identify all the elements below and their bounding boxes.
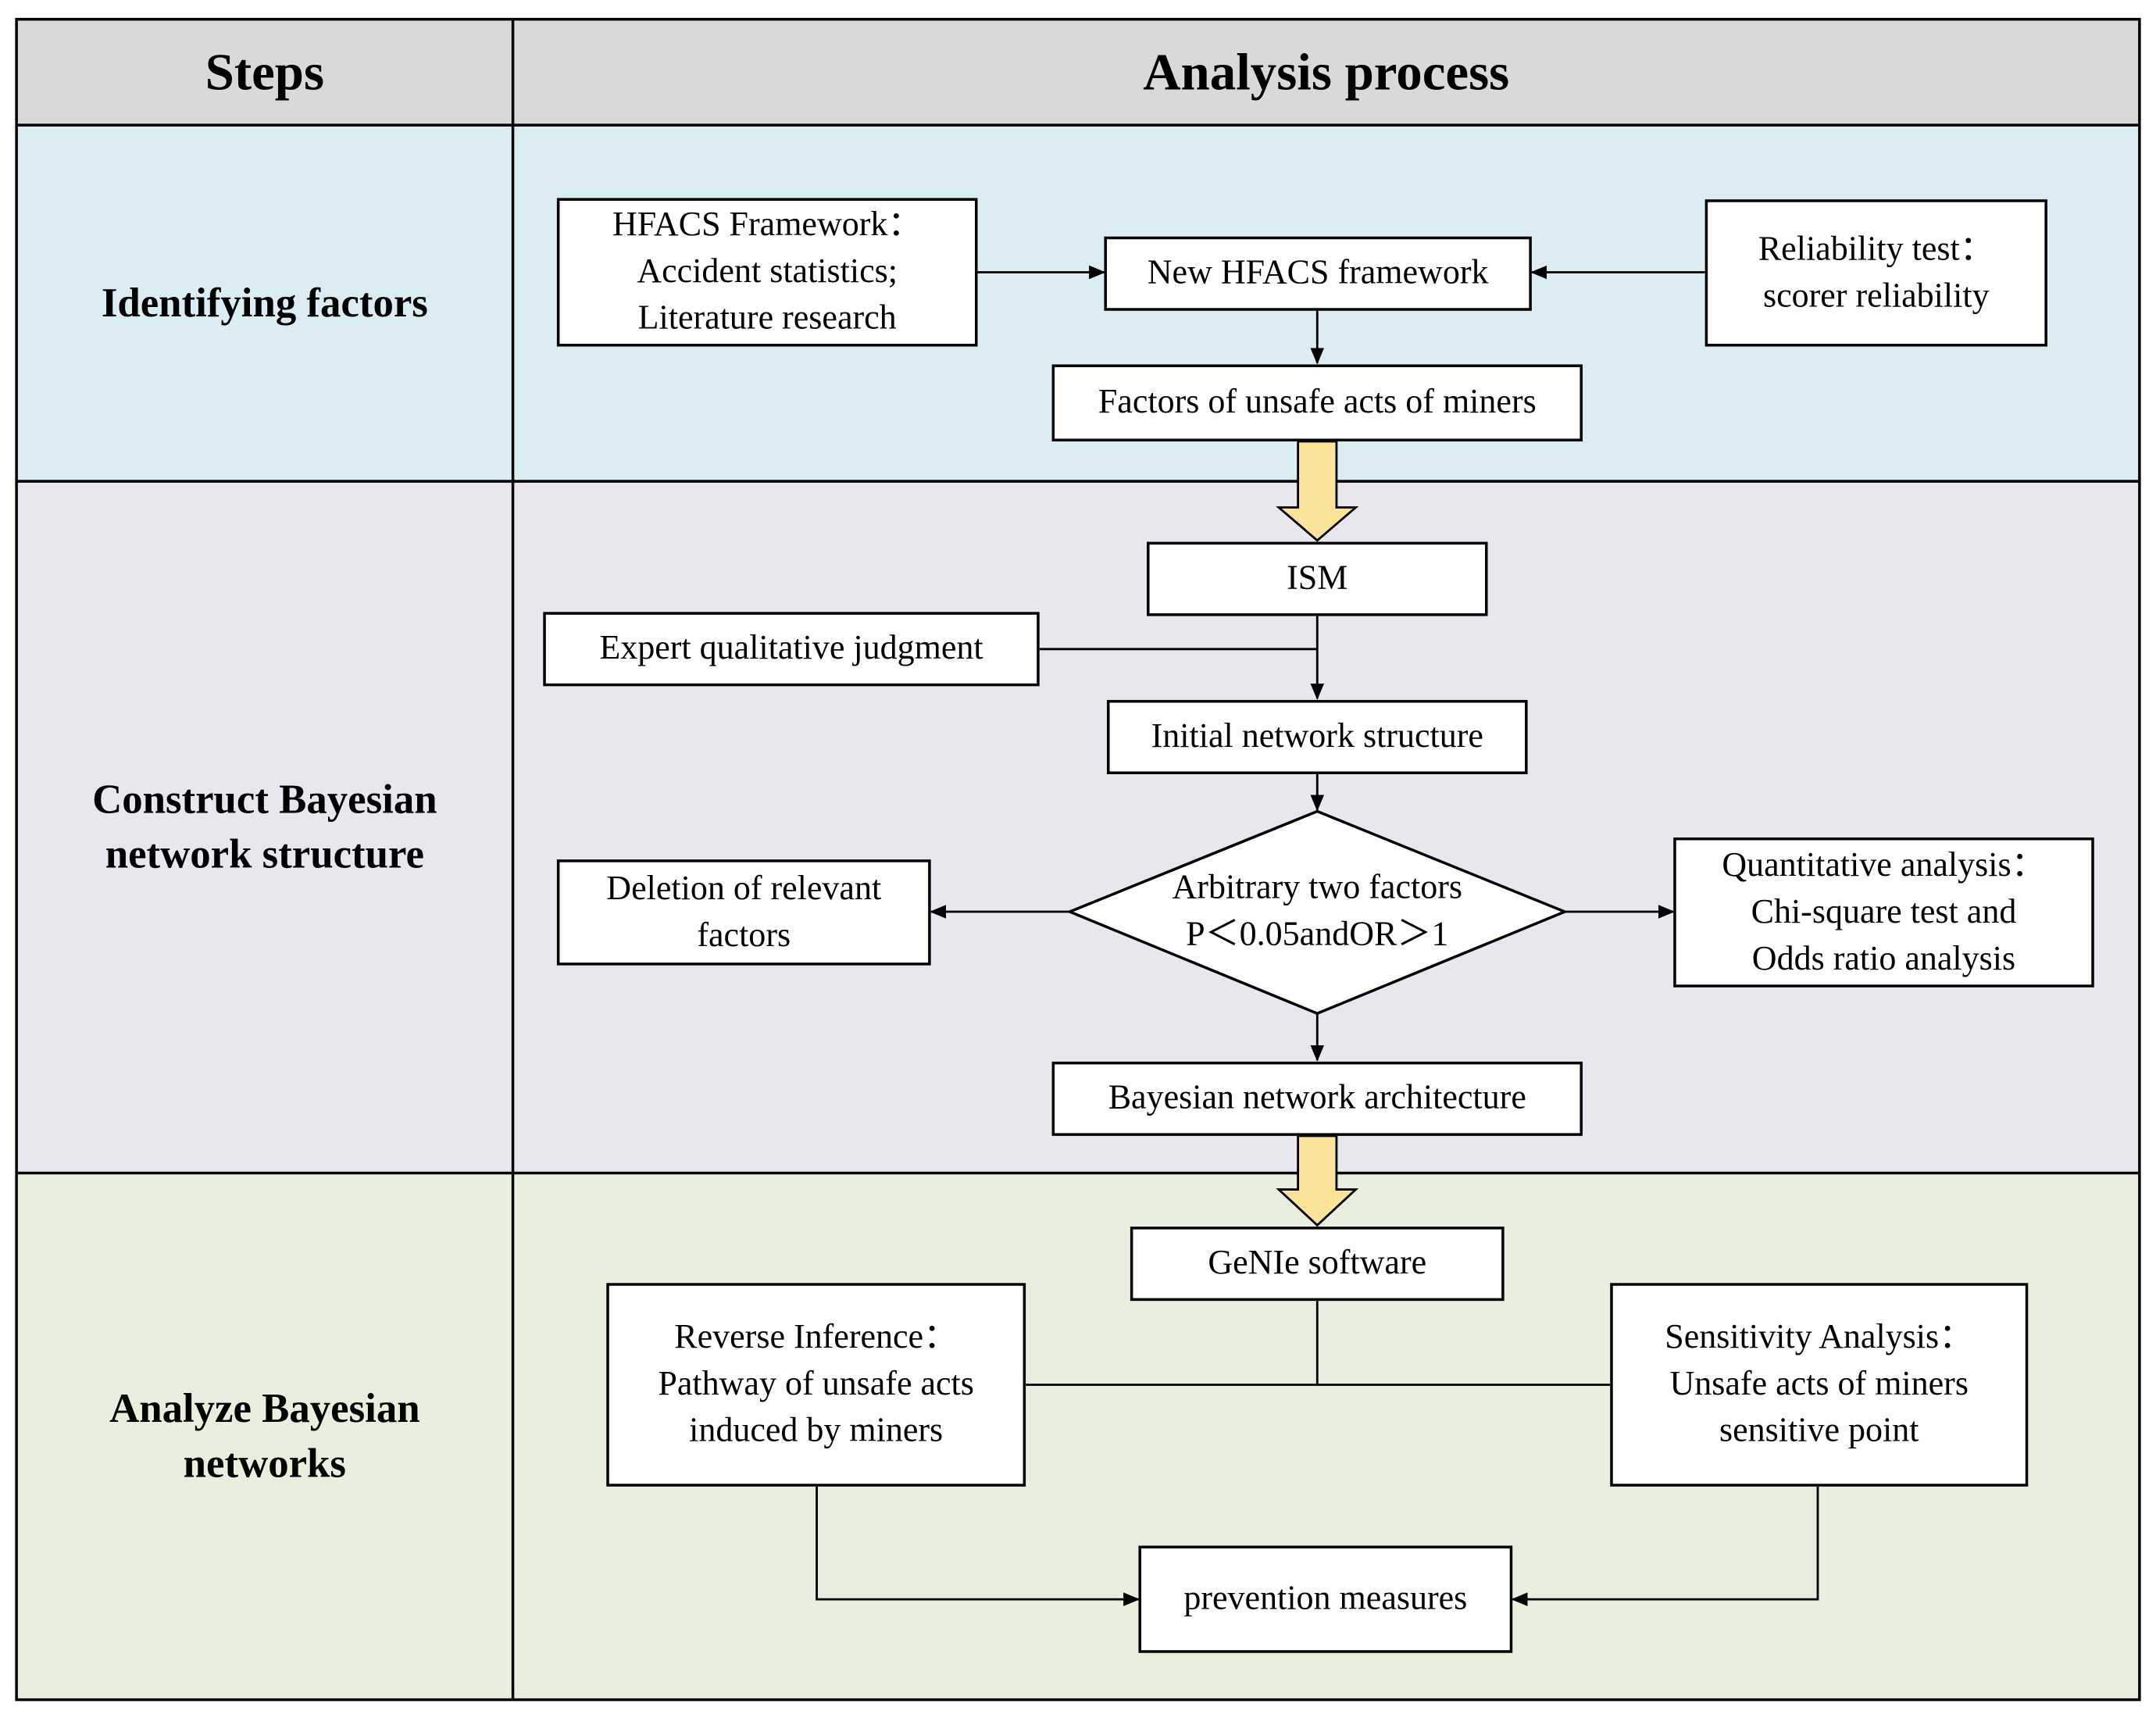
node-initial-network: Initial network structure xyxy=(1106,699,1528,774)
node-reverse-inference: Reverse Inference： Pathway of unsafe act… xyxy=(606,1283,1026,1487)
construct-band-bg xyxy=(16,481,2140,1173)
node-new-hfacs: New HFACS framework xyxy=(1104,236,1532,311)
node-genie-software: GeNIe software xyxy=(1130,1227,1505,1302)
big-arrow-2 xyxy=(1276,1134,1359,1227)
node-hfacs-framework: HFACS Framework： Accident statistics; Li… xyxy=(556,198,978,347)
node-deletion: Deletion of relevant factors xyxy=(556,859,931,966)
node-bayesian-architecture: Bayesian network architecture xyxy=(1051,1061,1583,1136)
node-decision-text: Arbitrary two factors P＜0.05andOR＞1 xyxy=(1172,869,1463,953)
arrow-sensitivity-to-prevention xyxy=(1511,1486,1819,1606)
analysis-header: Analysis process xyxy=(1143,43,1510,102)
step-analyze-bayesian: Analyze Bayesian networks xyxy=(109,1385,420,1486)
node-factors-unsafe: Factors of unsafe acts of miners xyxy=(1051,364,1583,442)
node-sensitivity-analysis: Sensitivity Analysis： Unsafe acts of min… xyxy=(1610,1283,2029,1487)
steps-header: Steps xyxy=(205,43,325,102)
node-prevention-measures: prevention measures xyxy=(1138,1545,1513,1653)
node-reliability: Reliability test： scorer reliability xyxy=(1704,199,2047,347)
table-border xyxy=(15,17,2141,1702)
arrow-reverse-to-prevention xyxy=(816,1486,1140,1606)
node-quantitative: Quantitative analysis： Chi-square test a… xyxy=(1673,837,2094,988)
node-expert-judgment: Expert qualitative judgment xyxy=(543,612,1040,687)
big-arrow-1 xyxy=(1276,440,1359,542)
header-row-bg xyxy=(16,19,2140,126)
node-ism: ISM xyxy=(1147,541,1488,616)
step-identifying-factors: Identifying factors xyxy=(101,280,428,326)
step-construct-bayesian: Construct Bayesian network structure xyxy=(92,776,437,877)
